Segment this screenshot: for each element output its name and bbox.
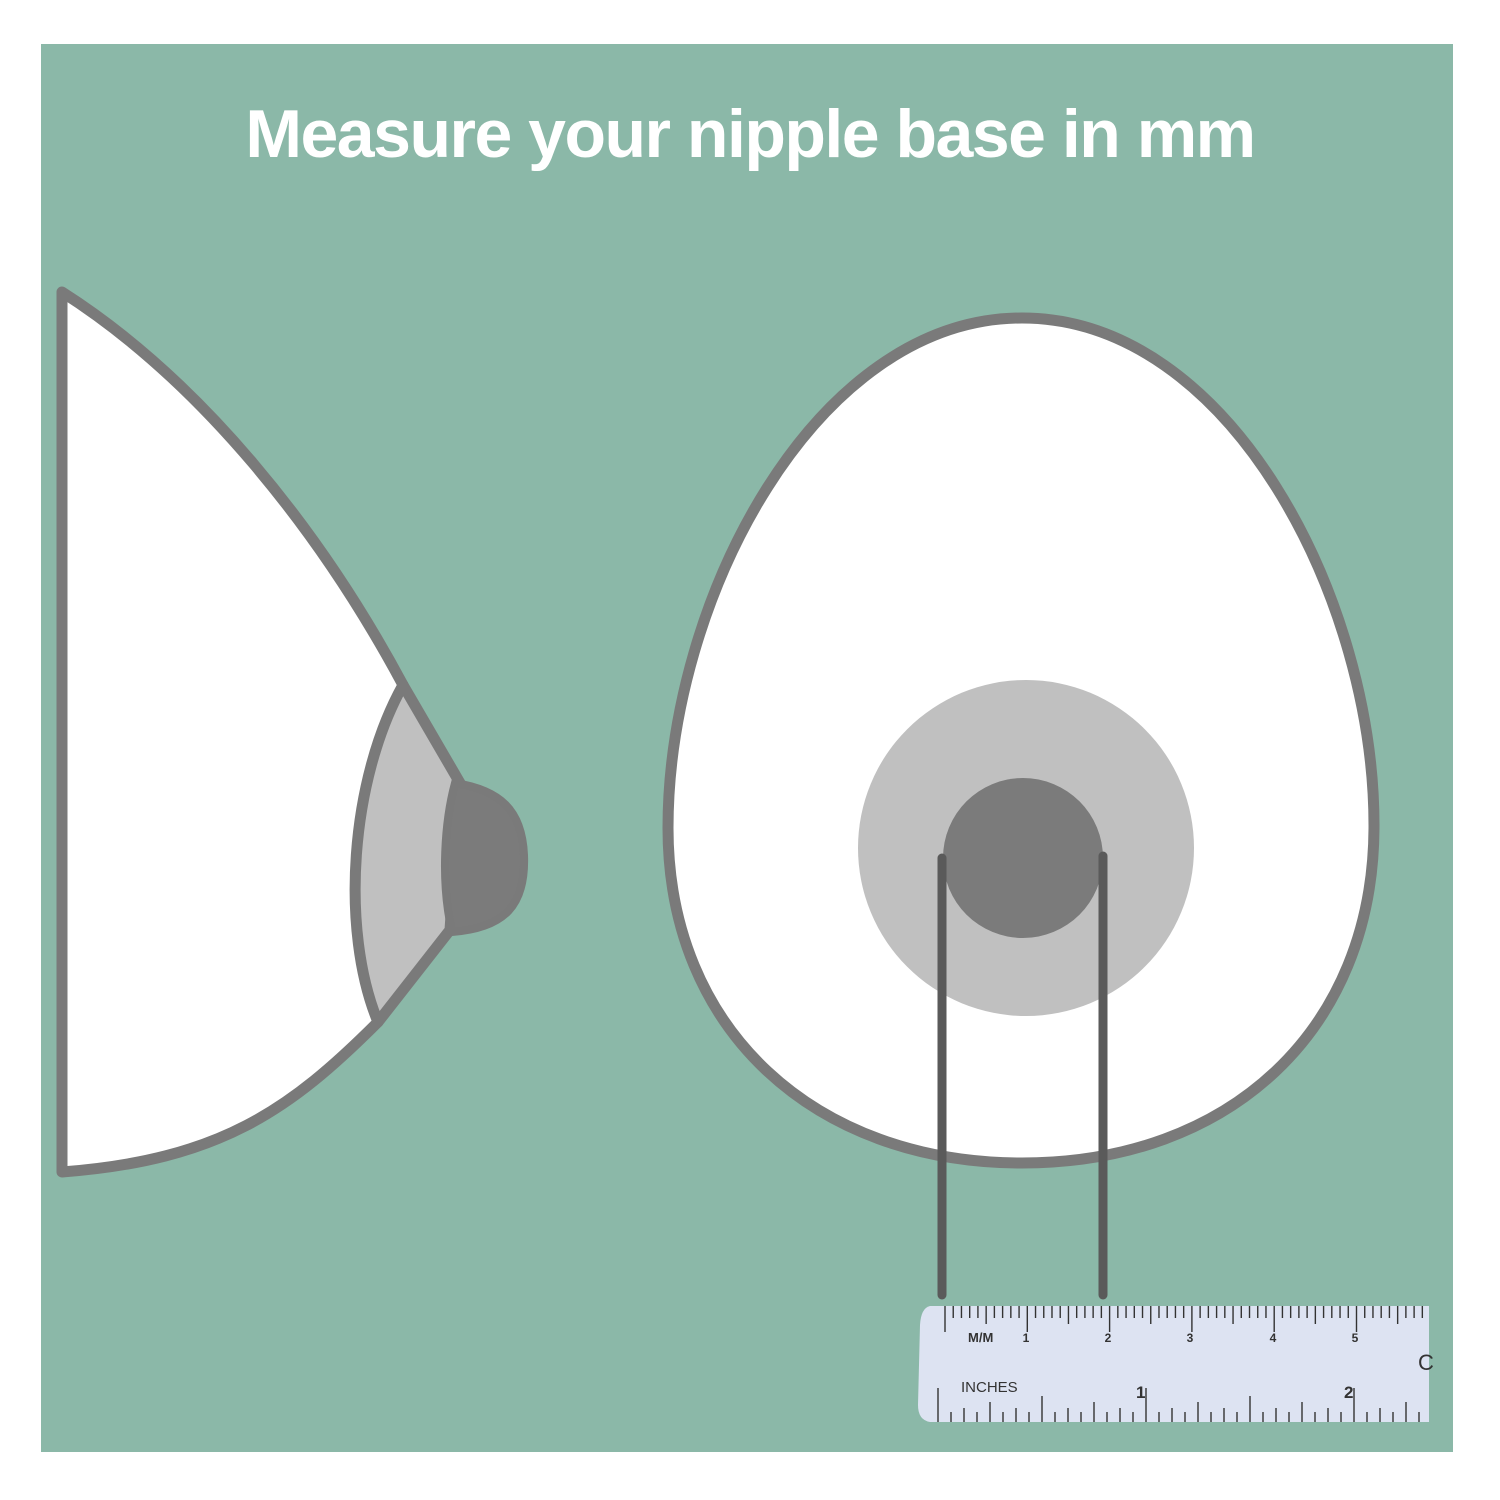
- side-view-breast-outline: [56, 286, 409, 1178]
- page-title: Measure your nipple base in mm: [245, 96, 1256, 172]
- ruler-metric-label: M/M: [968, 1330, 993, 1345]
- ruler-metric-number: 2: [1105, 1331, 1112, 1345]
- ruler-imperial-number: 2: [1344, 1383, 1353, 1402]
- side-view-areola: [349, 679, 466, 1028]
- ruler-metric-number: 5: [1352, 1331, 1359, 1345]
- front-view-breast: [662, 312, 1380, 1169]
- ruler-metric-number: 3: [1187, 1331, 1194, 1345]
- ruler-metric-ticks: [944, 1306, 1424, 1332]
- ruler-imperial-number: 1: [1136, 1383, 1145, 1402]
- ruler-imperial-ticks: [937, 1388, 1420, 1422]
- ruler-cutoff-glyph: C: [1418, 1350, 1434, 1375]
- front-view-nipple: [943, 778, 1103, 938]
- ruler: M/M 1 2 3 4 5 C INCHES 1 2: [918, 1306, 1434, 1422]
- ruler-imperial-label: INCHES: [961, 1379, 1018, 1396]
- side-view-nipple: [441, 778, 529, 937]
- ruler-body: [918, 1306, 1429, 1422]
- side-view-breast: [56, 286, 529, 1178]
- ruler-metric-number: 4: [1270, 1331, 1277, 1345]
- ruler-metric-number: 1: [1023, 1331, 1030, 1345]
